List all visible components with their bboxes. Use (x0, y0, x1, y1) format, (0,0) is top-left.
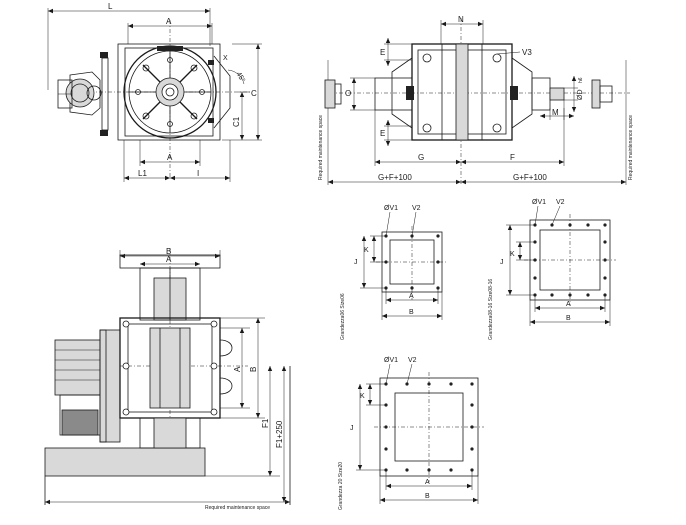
dim-L: L (108, 2, 113, 11)
flange-20-B: B (425, 493, 430, 500)
flange-size-20: ØV1 V2 K J A B Grandezza 20 Size20 (338, 357, 484, 510)
dim-D: ØD (577, 90, 584, 101)
flange-size-08-16: ØV1 V2 K J A B Grandezza08-16 Size08-16 (488, 199, 616, 340)
flange-06-V2: V2 (412, 205, 421, 212)
dim-I: I (197, 169, 199, 178)
flange-06-K: K (364, 247, 369, 254)
housing-bolts (122, 320, 218, 416)
dim-E-bottom: E (380, 129, 385, 138)
dim-C1: C1 (232, 116, 241, 127)
dim-E-top: E (380, 48, 385, 57)
body-bolts (406, 53, 518, 133)
flange-08-16-size-label: Grandezza08-16 Size08-16 (488, 279, 494, 340)
dim-angle: 45° (235, 71, 247, 84)
flange-08-16-B: B (566, 315, 571, 322)
dim-M: M (552, 108, 559, 117)
dim-F1: F1 (261, 418, 270, 428)
drive-motor (54, 329, 121, 443)
dim-L1: L1 (138, 169, 147, 178)
flange-08-16-A: A (566, 301, 571, 308)
dim-A-bottom: A (167, 153, 173, 162)
flange-08-16-V2: V2 (556, 199, 565, 206)
flange-08-16-V1: ØV1 (532, 199, 546, 206)
flange-20-size-label: Grandezza 20 Size20 (338, 462, 344, 510)
flange-06-V1: ØV1 (384, 205, 398, 212)
flange-06-B: B (409, 309, 414, 316)
flange-20-J: J (350, 425, 354, 432)
maintenance-label-bottom: Required maintenance space (205, 505, 270, 511)
dim-G: G (418, 153, 424, 162)
dim-A-top: A (166, 17, 172, 26)
flange-size-06: ØV1 V2 K J A B Grandezza06 Size06 (340, 205, 448, 340)
dim-O: O (345, 89, 351, 98)
flange-06-size-label: Grandezza06 Size06 (340, 293, 346, 340)
dim-D-suffix: h6 (578, 77, 584, 83)
dim-C: C (251, 89, 257, 98)
dim-A-right: A (233, 366, 242, 372)
dim-F: F (510, 153, 515, 162)
flange-08-16-J: J (500, 259, 504, 266)
flange-20-V1: ØV1 (384, 357, 398, 364)
top-left-front-view: L A X 45° C C1 A L1 I (47, 2, 262, 182)
dim-X: X (223, 55, 228, 62)
maintenance-label-right: Required maintenance space (628, 115, 634, 180)
gear-motor (57, 52, 109, 136)
flange-20-A: A (425, 479, 430, 486)
dim-GF-left: G+F+100 (378, 173, 412, 182)
dim-N: N (458, 15, 464, 24)
flange-06-A: A (409, 293, 414, 300)
dim-B-top: B (166, 247, 171, 256)
maintenance-label-left: Required maintenance space (318, 115, 324, 180)
dim-F1-250: F1+250 (275, 420, 284, 448)
flange-20-K: K (360, 393, 365, 400)
flange-20-V2: V2 (408, 357, 417, 364)
flange-06-J: J (354, 259, 358, 266)
dim-B-right: B (249, 367, 258, 372)
top-right-side-view: Required maintenance space Required main… (318, 15, 634, 185)
bottom-left-side-view: Required maintenance space (44, 247, 291, 511)
bolt-holes (135, 57, 205, 127)
flange-08-16-K: K (510, 251, 515, 258)
dim-V3: V3 (522, 48, 532, 57)
dim-GF-right: G+F+100 (513, 173, 547, 182)
dim-A-top: A (166, 255, 172, 264)
